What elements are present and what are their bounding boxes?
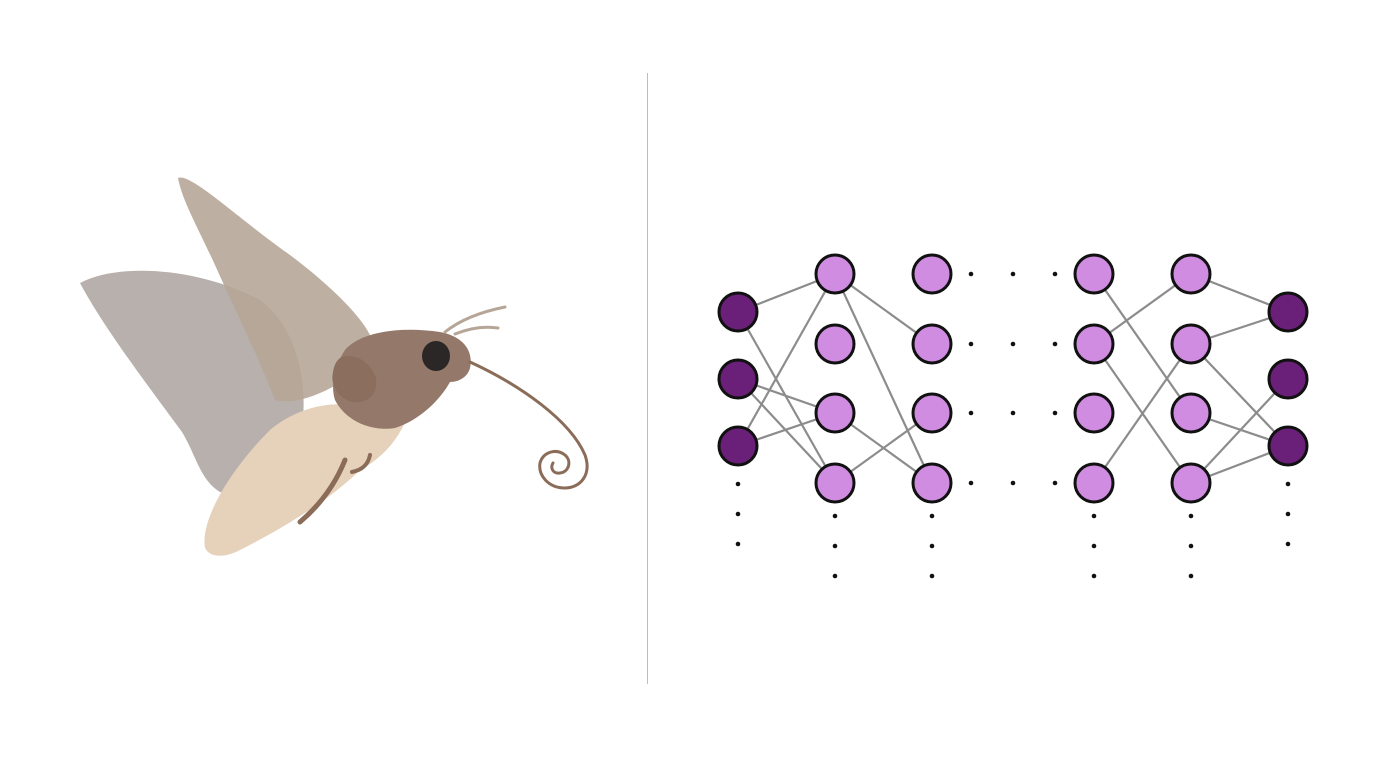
ellipsis-dot <box>1010 341 1016 347</box>
continuation-dot <box>1188 573 1194 579</box>
moth-forewing <box>178 177 370 402</box>
continuation-dot <box>929 573 935 579</box>
continuation-dot <box>1285 511 1291 517</box>
hidden-node <box>1073 462 1115 504</box>
hidden-node <box>911 462 953 504</box>
moth-proboscis <box>468 360 589 490</box>
hidden-node <box>1073 323 1115 365</box>
network-edge <box>1093 273 1192 414</box>
continuation-dot <box>1091 543 1097 549</box>
continuation-dot <box>929 543 935 549</box>
hawk-moth-illustration <box>80 177 589 556</box>
output-node <box>1267 358 1309 400</box>
continuation-dot <box>735 541 741 547</box>
ellipsis-dot <box>1010 480 1016 486</box>
continuation-dot <box>832 513 838 519</box>
hidden-node <box>911 323 953 365</box>
ellipsis-dot <box>968 271 974 277</box>
network-edges <box>737 272 1289 485</box>
ellipsis-dot <box>1052 271 1058 277</box>
input-node <box>717 358 759 400</box>
network-edge <box>737 311 836 484</box>
moth-leg <box>350 453 372 474</box>
input-node <box>717 425 759 467</box>
continuation-dot <box>1188 513 1194 519</box>
continuation-dot <box>1091 513 1097 519</box>
moth-eye <box>422 341 450 371</box>
moth-antenna <box>453 325 500 336</box>
hidden-node <box>814 392 856 434</box>
hidden-node <box>1170 462 1212 504</box>
hidden-node <box>1170 323 1212 365</box>
ellipsis-dot <box>1010 410 1016 416</box>
hidden-node <box>814 323 856 365</box>
hidden-node <box>1073 392 1115 434</box>
network-ellipsis-dots <box>968 271 1058 486</box>
continuation-dot <box>1285 481 1291 487</box>
hidden-node <box>814 253 856 295</box>
ellipsis-dot <box>1010 271 1016 277</box>
ellipsis-dot <box>968 410 974 416</box>
ellipsis-dot <box>1052 341 1058 347</box>
hidden-node <box>1170 253 1212 295</box>
network-edge <box>1190 343 1289 447</box>
network-edge <box>1190 378 1289 484</box>
ellipsis-dot <box>1052 410 1058 416</box>
output-node <box>1267 291 1309 333</box>
continuation-dot <box>1285 541 1291 547</box>
continuation-dot <box>1091 573 1097 579</box>
hawk-moth-icon <box>80 177 589 556</box>
hidden-node <box>1073 253 1115 295</box>
continuation-dot <box>1188 543 1194 549</box>
continuation-dot <box>832 573 838 579</box>
moth-collar <box>332 356 377 403</box>
network-nodes <box>717 253 1309 504</box>
continuation-dot <box>832 543 838 549</box>
network-edge <box>1093 343 1192 484</box>
hidden-node <box>911 392 953 434</box>
input-node <box>717 291 759 333</box>
continuation-dot <box>735 481 741 487</box>
moth-antenna <box>443 305 507 334</box>
moth-leg <box>297 457 348 525</box>
continuation-dot <box>735 511 741 517</box>
network-edge <box>737 378 836 484</box>
network-edge <box>834 273 933 484</box>
ellipsis-dot <box>968 341 974 347</box>
continuation-dot <box>929 513 935 519</box>
output-node <box>1267 425 1309 467</box>
hidden-node <box>814 462 856 504</box>
panel-divider <box>647 73 648 684</box>
network-edge <box>737 273 836 447</box>
ellipsis-dot <box>1052 480 1058 486</box>
network-continuation-dots <box>735 481 1291 579</box>
hidden-node <box>1170 392 1212 434</box>
hidden-node <box>911 253 953 295</box>
ellipsis-dot <box>968 480 974 486</box>
